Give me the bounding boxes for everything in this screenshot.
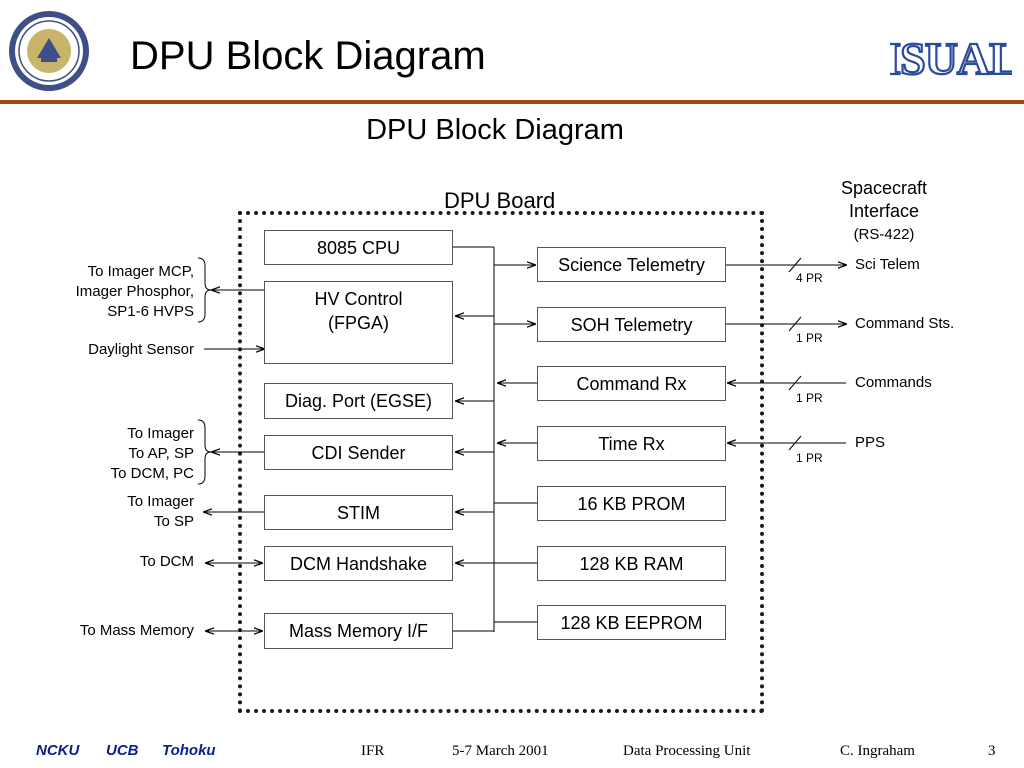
footer-date: 5-7 March 2001: [452, 743, 549, 759]
block-mass-memory-if: Mass Memory I/F: [264, 613, 453, 649]
block-dcm-handshake: DCM Handshake: [264, 546, 453, 581]
spacecraft-interface-line1: Spacecraft: [840, 178, 928, 198]
svg-text:ISUAL: ISUAL: [890, 33, 1012, 84]
spacecraft-interface-label: Spacecraft Interface (RS-422): [822, 177, 946, 246]
block-soh-telemetry: SOH Telemetry: [537, 307, 726, 342]
label-to-imager-mcp: To Imager MCP, Imager Phosphor, SP1-6 HV…: [75, 263, 194, 320]
label-sci-telem-pairs: 4 PR: [796, 271, 823, 285]
commands-slash: [788, 375, 802, 391]
block-hv-control: HV Control (FPGA): [264, 281, 453, 364]
label-pps: PPS: [855, 434, 886, 451]
label-command-sts-pairs: 1 PR: [796, 331, 823, 345]
spacecraft-interface-line2: Interface: [848, 201, 920, 221]
label-to-imager-sp: To Imager To SP: [127, 493, 194, 530]
label-pps-pairs: 1 PR: [796, 451, 823, 465]
block-8085-cpu: 8085 CPU: [264, 230, 453, 265]
block-stim: STIM: [264, 495, 453, 530]
diagram-title: DPU Block Diagram: [366, 114, 624, 146]
dpu-board-label: DPU Board: [444, 188, 556, 213]
block-time-rx: Time Rx: [537, 426, 726, 461]
page-title: DPU Block Diagram: [130, 34, 486, 78]
label-commands: Commands: [855, 374, 932, 391]
footer-page-number: 3: [988, 743, 996, 759]
footer-topic: Data Processing Unit: [623, 743, 751, 759]
block-128kb-ram: 128 KB RAM: [537, 546, 726, 581]
university-seal-logo: [9, 11, 89, 91]
spacecraft-interface-line3: (RS-422): [853, 226, 915, 243]
footer-author: C. Ingraham: [840, 743, 915, 759]
label-sci-telem: Sci Telem: [855, 256, 920, 273]
label-to-mass-memory: To Mass Memory: [79, 622, 194, 639]
footer-org-ncku: NCKU: [36, 742, 80, 759]
footer-org-tohoku: Tohoku: [162, 742, 216, 759]
cmd-sts-slash: [788, 316, 802, 332]
dpu-board-outline: [238, 211, 764, 713]
label-command-sts: Command Sts.: [855, 315, 955, 332]
label-to-dcm: To DCM: [139, 553, 194, 570]
block-diag-port: Diag. Port (EGSE): [264, 383, 453, 419]
label-daylight-sensor: Daylight Sensor: [88, 341, 194, 358]
footer-event: IFR: [361, 743, 385, 759]
block-science-telemetry: Science Telemetry: [537, 247, 726, 282]
block-128kb-eeprom: 128 KB EEPROM: [537, 605, 726, 640]
label-commands-pairs: 1 PR: [796, 391, 823, 405]
brace-imager-mcp: [197, 257, 212, 323]
pps-slash: [788, 435, 802, 451]
block-16kb-prom: 16 KB PROM: [537, 486, 726, 521]
header-divider: [0, 100, 1024, 104]
label-to-imager-ap-sp: To Imager To AP, SP To DCM, PC: [110, 425, 194, 482]
isual-logo: ISUAL: [890, 32, 1012, 85]
footer-org-ucb: UCB: [106, 742, 139, 759]
block-cdi-sender: CDI Sender: [264, 435, 453, 470]
brace-imager-ap: [197, 419, 212, 485]
block-command-rx: Command Rx: [537, 366, 726, 401]
sci-telem-slash: [788, 257, 802, 273]
